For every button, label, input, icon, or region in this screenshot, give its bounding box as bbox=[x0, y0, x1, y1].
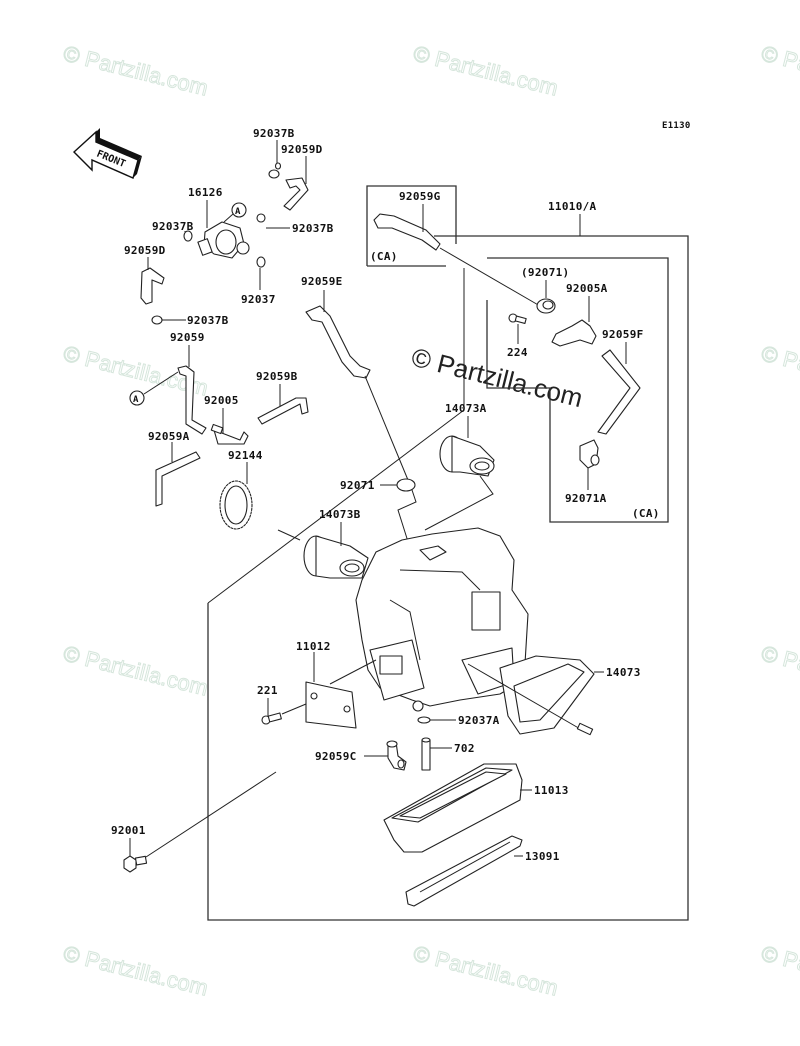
part-label: 92037B bbox=[187, 314, 229, 327]
part-92037-clamp[interactable]: 92037 bbox=[241, 256, 276, 306]
part-label: 92001 bbox=[111, 824, 146, 837]
part-label: 92037A bbox=[458, 714, 500, 727]
ca-box bbox=[486, 257, 669, 523]
watermark: © Partzilla.com bbox=[759, 341, 800, 401]
part-label: 702 bbox=[454, 742, 475, 755]
diagram-code: E1130 bbox=[662, 121, 691, 131]
watermark: © Partzilla.com bbox=[61, 41, 211, 101]
part-16126-valve[interactable]: 16126 A bbox=[188, 186, 250, 259]
part-label: 92071A bbox=[565, 492, 607, 505]
ref-marker-a: A bbox=[133, 395, 139, 405]
watermark: © Partzilla.com bbox=[61, 941, 211, 1001]
part-label: 92059E bbox=[301, 275, 343, 288]
part-label: 92059D bbox=[124, 244, 166, 257]
part-label: 92037B bbox=[152, 220, 194, 233]
watermark: © Partzilla.com bbox=[61, 641, 211, 701]
part-92071-grommet[interactable]: 92071 bbox=[340, 478, 417, 549]
part-label: 92059F bbox=[602, 328, 644, 341]
part-13091-rail[interactable]: 13091 bbox=[405, 835, 560, 907]
assembly-frame: 11010/A (CA) (CA) bbox=[207, 185, 689, 921]
part-label: 11012 bbox=[296, 640, 331, 653]
part-label: 14073 bbox=[606, 666, 641, 679]
part-92059-hose[interactable]: 92059 A bbox=[129, 331, 207, 435]
part-92059A-hose[interactable]: 92059A bbox=[148, 430, 201, 507]
assembly-outline bbox=[207, 235, 689, 921]
part-label: 92037 bbox=[241, 293, 276, 306]
part-label: 92005 bbox=[204, 394, 239, 407]
watermark: © Partzilla.com bbox=[411, 941, 561, 1001]
part-92037B-clamp[interactable]: 92037B bbox=[253, 127, 295, 179]
part-label: 11013 bbox=[534, 784, 569, 797]
part-92059D-hose[interactable]: 92059D bbox=[281, 143, 323, 211]
part-label: 224 bbox=[507, 346, 528, 359]
part-92059C-elbow[interactable]: 92059C bbox=[315, 740, 407, 771]
part-label: 92037B bbox=[292, 222, 334, 235]
part-92037B-clamp[interactable]: 92037B bbox=[256, 213, 334, 235]
part-label: 92144 bbox=[228, 449, 263, 462]
center-watermark: © Partzilla.com bbox=[409, 342, 586, 413]
part-92071-grommet[interactable]: (92071) bbox=[521, 266, 569, 314]
part-92059F-hose[interactable]: 92059F bbox=[597, 328, 644, 435]
part-label: 92059A bbox=[148, 430, 190, 443]
part-92144-spring[interactable]: 92144 bbox=[219, 449, 263, 530]
part-221-screw[interactable]: 221 bbox=[257, 684, 307, 725]
part-label: 92059B bbox=[256, 370, 298, 383]
part-11013-filter[interactable]: 11013 bbox=[383, 763, 569, 853]
part-label: 92005A bbox=[566, 282, 608, 295]
part-92037B-clamp[interactable]: 92037B bbox=[151, 314, 229, 327]
part-92005A-fitting[interactable]: 92005A bbox=[551, 282, 608, 347]
part-92059E-hose[interactable]: 92059E bbox=[301, 275, 409, 481]
part-92005-fitting[interactable]: 92005 bbox=[204, 394, 249, 445]
part-702-tube[interactable]: 702 bbox=[421, 737, 475, 771]
ca-label: (CA) bbox=[632, 507, 660, 520]
part-label: 16126 bbox=[188, 186, 223, 199]
part-14073A-duct[interactable]: 14073A bbox=[424, 402, 495, 531]
part-label: 92059D bbox=[281, 143, 323, 156]
assembly-label: 11010/A bbox=[548, 200, 597, 213]
part-label: 92059C bbox=[315, 750, 357, 763]
part-92059B-hose[interactable]: 92059B bbox=[256, 370, 309, 425]
part-label: 13091 bbox=[525, 850, 560, 863]
part-92037A-clamp[interactable]: 92037A bbox=[417, 714, 500, 727]
part-label: 92037B bbox=[253, 127, 295, 140]
ref-marker-a: A bbox=[235, 207, 241, 217]
watermark: © Partzilla.com bbox=[759, 41, 800, 101]
part-224-bolt[interactable]: 224 bbox=[507, 313, 528, 359]
part-92001-bolt[interactable]: 92001 bbox=[111, 771, 277, 873]
part-11010A-airbox[interactable] bbox=[355, 527, 529, 712]
part-11012-plate[interactable]: 11012 bbox=[296, 640, 377, 729]
part-label: 92059 bbox=[170, 331, 205, 344]
part-92059D-hose[interactable]: 92059D bbox=[124, 244, 166, 305]
watermarks: © Partzilla.com © Partzilla.com © Partzi… bbox=[60, 40, 800, 1001]
part-label: 92059G bbox=[399, 190, 441, 203]
watermark: © Partzilla.com bbox=[759, 941, 800, 1001]
part-label: 92071 bbox=[340, 479, 375, 492]
part-label: (92071) bbox=[521, 266, 569, 279]
front-arrow-icon: FRONT bbox=[72, 128, 142, 179]
part-label: 14073A bbox=[445, 402, 487, 415]
part-label: 221 bbox=[257, 684, 278, 697]
part-14073B-duct[interactable]: 14073B bbox=[277, 508, 369, 579]
ca-box-hose bbox=[366, 185, 457, 266]
part-label: 14073B bbox=[319, 508, 361, 521]
part-92059G-hose[interactable]: 92059G bbox=[373, 190, 541, 307]
watermark: © Partzilla.com bbox=[411, 41, 561, 101]
part-92037B-clamp[interactable]: 92037B bbox=[152, 220, 194, 242]
watermark: © Partzilla.com bbox=[759, 641, 800, 701]
ca-label: (CA) bbox=[370, 250, 398, 263]
part-92071A-elbow[interactable]: 92071A bbox=[565, 439, 607, 505]
part-14073-duct[interactable]: 14073 bbox=[467, 655, 641, 736]
